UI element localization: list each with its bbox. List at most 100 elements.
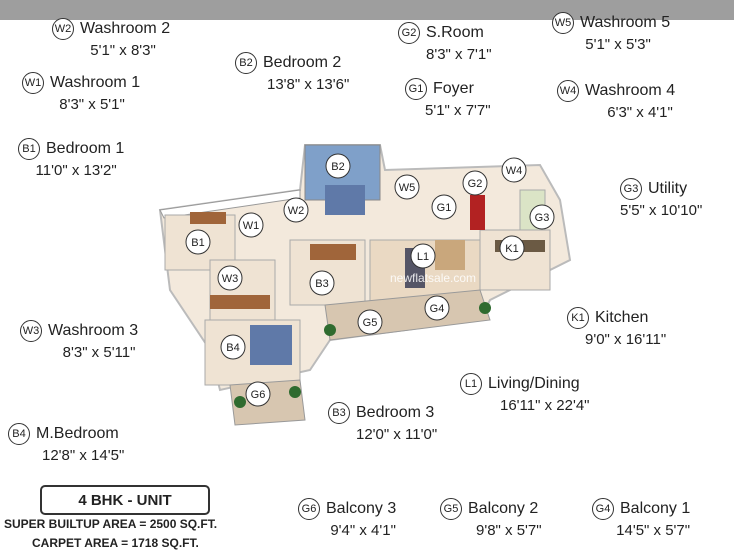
room-label-g3: G3 Utility 5'5" x 10'10" [620,178,702,219]
room-badge: B1 [18,138,40,160]
room-badge: B3 [328,402,350,424]
room-name: Bedroom 1 [46,140,125,157]
svg-text:W2: W2 [288,205,305,217]
room-name: Kitchen [595,309,649,326]
room-size: 11'0" x 13'2" [35,162,117,179]
room-badge: G6 [298,498,320,520]
room-name: Bedroom 2 [263,54,342,71]
room-badge: G2 [398,22,420,44]
room-badge: G3 [620,178,642,200]
plan-marker: W5 [394,174,420,200]
svg-text:G2: G2 [468,178,483,190]
room-badge: W4 [557,80,579,102]
svg-text:B1: B1 [191,237,204,249]
room-size: 16'11" x 22'4" [500,397,590,414]
room-badge: G1 [405,78,427,100]
room-badge: W1 [22,72,44,94]
room-name: Utility [648,180,688,197]
plan-marker: G6 [245,381,271,407]
room-badge: W5 [552,12,574,34]
svg-text:G5: G5 [363,317,378,329]
svg-text:W4: W4 [506,165,523,177]
room-label-g6: G6 Balcony 3 9'4" x 4'1" [298,498,396,539]
room-size: 9'0" x 16'11" [585,331,667,348]
room-size: 14'5" x 5'7" [616,522,691,539]
room-badge: B2 [235,52,257,74]
room-name: Washroom 3 [48,322,139,339]
room-name: Washroom 5 [580,14,671,31]
room-size: 9'4" x 4'1" [330,522,396,539]
plan-marker: G5 [357,309,383,335]
room-badge: W2 [52,18,74,40]
super-builtup-area: SUPER BUILTUP AREA = 2500 SQ.FT. [4,517,218,531]
room-label-w5: W5 Washroom 5 5'1" x 5'3" [552,12,670,53]
room-label-g5: G5 Balcony 2 9'8" x 5'7" [440,498,542,539]
room-name: Washroom 4 [585,82,676,99]
plan-marker: B2 [325,153,351,179]
room-label-w4: W4 Washroom 4 6'3" x 4'1" [557,80,675,121]
room-label-b1: B1 Bedroom 1 11'0" x 13'2" [18,138,124,179]
floor-plan-3d: B2 W5 G2 W4 W2 W1 G1 G3 B1 L1 K1 W3 B3 G… [158,144,572,426]
room-name: M.Bedroom [36,425,119,442]
plan-marker: B1 [185,229,211,255]
carpet-area: CARPET AREA = 1718 SQ.FT. [32,536,199,550]
room-label-b4: B4 M.Bedroom 12'8" x 14'5" [8,423,124,464]
room-badge: G4 [592,498,614,520]
room-size: 12'0" x 11'0" [356,426,438,443]
plan-marker: B3 [309,270,335,296]
room-name: Washroom 1 [50,74,141,91]
room-size: 12'8" x 14'5" [42,447,125,464]
watermark: newflatsale.com [390,271,476,285]
room-name: Foyer [433,80,474,97]
room-size: 5'5" x 10'10" [620,202,703,219]
plan-marker: G3 [529,204,555,230]
room-label-b2: B2 Bedroom 2 13'8" x 13'6" [235,52,349,93]
plan-marker: W1 [238,212,264,238]
room-label-g4: G4 Balcony 1 14'5" x 5'7" [592,498,690,539]
plan-marker: L1 [410,243,436,269]
svg-text:G3: G3 [535,212,550,224]
plan-marker: W2 [283,197,309,223]
plan-marker: B4 [220,334,246,360]
room-label-w3: W3 Washroom 3 8'3" x 5'11" [20,320,138,361]
plan-marker: G2 [462,170,488,196]
room-label-w2: W2 Washroom 2 5'1" x 8'3" [52,18,170,59]
room-size: 13'8" x 13'6" [267,76,350,93]
plan-marker: G4 [424,295,450,321]
svg-text:B3: B3 [315,278,328,290]
room-name: Balcony 3 [326,500,397,517]
unit-title: 4 BHK - UNIT [40,485,210,515]
room-badge: G5 [440,498,462,520]
room-name: Bedroom 3 [356,404,435,421]
svg-text:G4: G4 [430,303,445,315]
room-size: 5'1" x 5'3" [585,36,651,53]
room-size: 6'3" x 4'1" [607,104,673,121]
room-label-k1: K1 Kitchen 9'0" x 16'11" [567,307,666,348]
room-size: 5'1" x 8'3" [90,42,156,59]
room-label-b3: B3 Bedroom 3 12'0" x 11'0" [328,402,437,443]
plan-marker: G1 [431,194,457,220]
svg-text:G1: G1 [437,202,452,214]
svg-text:W5: W5 [399,182,416,194]
plan-marker: W4 [501,157,527,183]
room-badge: B4 [8,423,30,445]
svg-text:W3: W3 [222,273,239,285]
room-badge: K1 [567,307,589,329]
svg-text:W1: W1 [243,220,260,232]
room-size: 8'3" x 5'1" [59,96,125,113]
room-size: 8'3" x 5'11" [62,344,136,361]
svg-text:K1: K1 [505,243,518,255]
plan-marker: W3 [217,265,243,291]
svg-text:G6: G6 [251,389,266,401]
room-size: 9'8" x 5'7" [476,522,542,539]
top-bar [0,0,734,20]
room-name: Balcony 1 [620,500,691,517]
room-name: Balcony 2 [468,500,539,517]
room-name: Washroom 2 [80,20,171,37]
svg-text:L1: L1 [417,251,429,263]
room-badge: W3 [20,320,42,342]
plan-marker: K1 [499,235,525,261]
svg-text:B2: B2 [331,161,344,173]
